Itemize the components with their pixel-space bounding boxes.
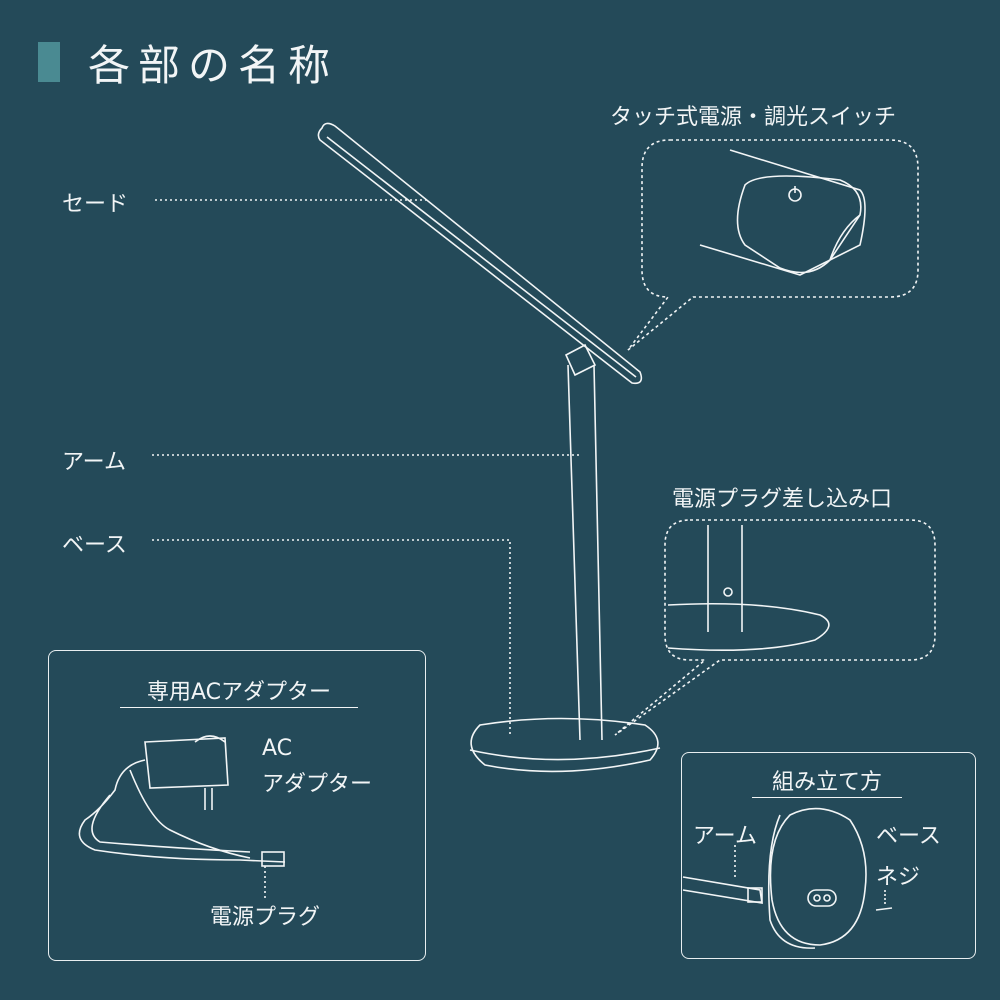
label-adapter: アダプター xyxy=(262,772,373,797)
assembly-label-screw: ネジ xyxy=(876,865,921,890)
label-plug: 電源プラグ xyxy=(210,905,321,930)
label-ac: AC xyxy=(262,736,293,761)
adapter-box xyxy=(48,650,426,961)
label-power-jack: 電源プラグ差し込み口 xyxy=(672,487,893,512)
lamp xyxy=(317,122,661,773)
ac-adapter-drawing xyxy=(78,735,286,900)
assembly-box-title: 組み立て方 xyxy=(771,770,882,795)
jack-callout xyxy=(614,519,936,736)
adapter-box-title: 専用ACアダプター xyxy=(146,680,332,705)
assembly-label-arm: アーム xyxy=(693,824,758,849)
label-touch-switch: タッチ式電源・調光スイッチ xyxy=(610,105,897,130)
page-title: 各部の名称 xyxy=(88,41,339,90)
switch-callout xyxy=(627,139,919,351)
assembly-box xyxy=(681,752,976,959)
label-arm: アーム xyxy=(62,450,127,475)
title-accent-bar xyxy=(38,42,60,82)
shade xyxy=(317,122,643,385)
switch-detail xyxy=(699,149,866,276)
assembly-title-underline xyxy=(752,797,902,798)
label-base: ベース xyxy=(62,533,127,558)
lamp-arm xyxy=(567,364,603,741)
jack-detail xyxy=(667,525,830,652)
label-shade: セード xyxy=(62,192,129,217)
lamp-base xyxy=(470,717,659,773)
assembly-drawing xyxy=(682,807,893,949)
adapter-title-underline xyxy=(120,707,358,708)
assembly-label-base: ベース xyxy=(876,824,941,849)
